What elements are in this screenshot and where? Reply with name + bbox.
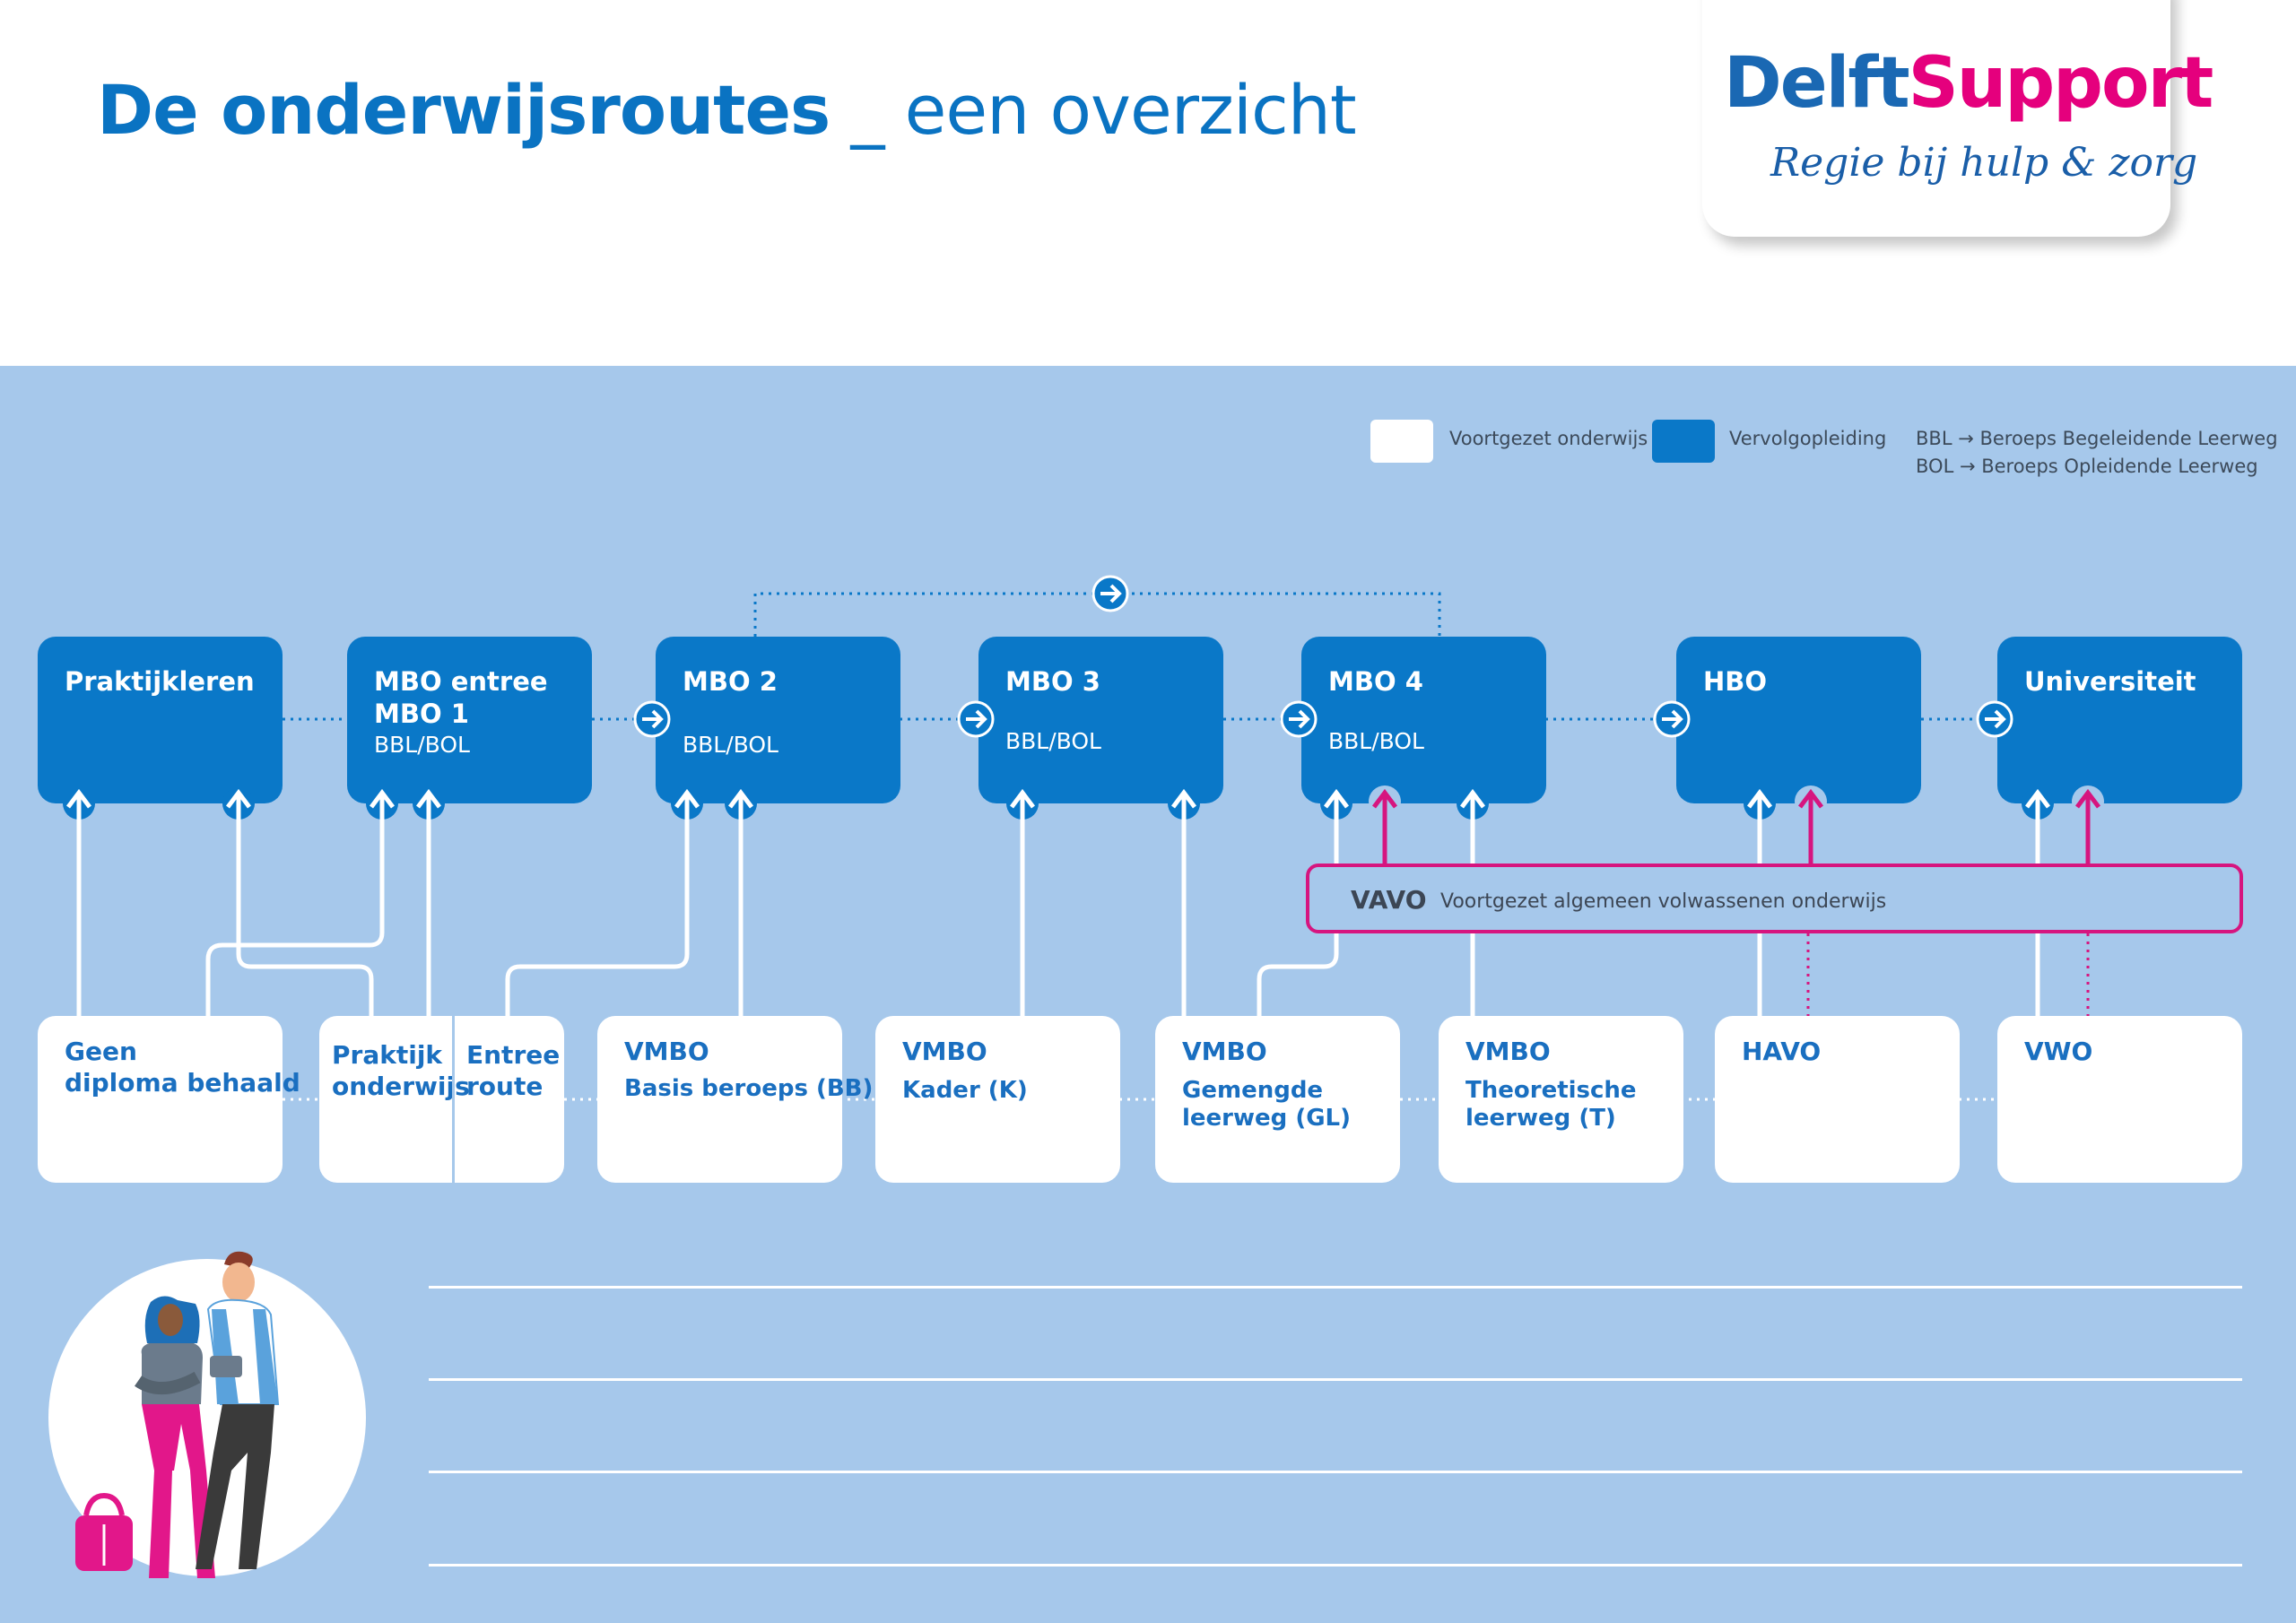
legend-label-secondary: Voortgezet onderwijs [1449, 428, 1648, 449]
box-title: VWO [2024, 1037, 2093, 1066]
page-title: De onderwijsroutes _ een overzicht [97, 70, 1357, 150]
box-title: VMBO [624, 1037, 709, 1066]
box-vmbo-bb: VMBO Basis beroeps (BB) [597, 1016, 873, 1183]
box-title: Geen diploma behaald [65, 1037, 300, 1098]
note-line [429, 1564, 2242, 1567]
logo-tagline: Regie bij hulp & zorg [1770, 140, 2198, 186]
box-sub: Theoretische leerweg (T) [1465, 1077, 1637, 1132]
box-havo: HAVO [1715, 1016, 1960, 1183]
box-mbo-4: MBO 4 BBL/BOL [1301, 637, 1546, 803]
box-divider [452, 1016, 455, 1183]
box-sub: BBL/BOL [683, 732, 778, 758]
box-title: MBO 3 [1005, 666, 1100, 697]
legend-bbl: BBL → Beroeps Begeleidende Leerweg [1916, 428, 2278, 449]
bag-icon [75, 1492, 133, 1571]
legend-swatch-further [1652, 420, 1715, 463]
vavo-description: Voortgezet algemeen volwassenen onderwij… [1440, 890, 1887, 913]
logo-part1: Delft [1724, 43, 1910, 124]
note-line [429, 1378, 2242, 1381]
box-praktijkleren: Praktijkleren [38, 637, 283, 803]
box-sub: BBL/BOL [374, 732, 470, 758]
box-title: Praktijk onderwijs [332, 1040, 470, 1101]
legend-swatch-secondary [1370, 420, 1433, 463]
box-hbo: HBO [1676, 637, 1921, 803]
box-mbo-3: MBO 3 BBL/BOL [978, 637, 1223, 803]
box-title: HBO [1703, 666, 1768, 697]
box-title: MBO entree MBO 1 [374, 666, 548, 729]
box-vmbo-k: VMBO Kader (K) [875, 1016, 1120, 1183]
box-sub: Kader (K) [902, 1077, 1028, 1104]
box-vmbo-gl: VMBO Gemengde leerweg (GL) [1155, 1016, 1400, 1183]
man-figure [196, 1251, 280, 1569]
box-sub: BBL/BOL [1005, 728, 1101, 754]
box-title: HAVO [1742, 1037, 1822, 1066]
legend-label-further: Vervolgopleiding [1729, 428, 1887, 449]
box-title: Praktijkleren [65, 666, 255, 697]
route-lines [76, 796, 2040, 1017]
vavo-dotted [1806, 933, 2090, 1017]
title-light: _ een overzicht [850, 70, 1356, 150]
box-universiteit: Universiteit [1997, 637, 2242, 803]
box-title: MBO 2 [683, 666, 778, 697]
logo: DelftSupport [1724, 43, 2214, 124]
vavo-connectors [1382, 800, 2091, 864]
box-title: VMBO [1465, 1037, 1551, 1066]
box-title: MBO 4 [1328, 666, 1423, 697]
box-title: Entree route [466, 1040, 561, 1101]
box-sub: Gemengde leerweg (GL) [1182, 1077, 1351, 1132]
box-title: Universiteit [2024, 666, 2196, 697]
box-vmbo-t: VMBO Theoretische leerweg (T) [1439, 1016, 1683, 1183]
note-line [429, 1286, 2242, 1289]
box-title: VMBO [1182, 1037, 1267, 1066]
box-mbo-entree-1: MBO entree MBO 1 BBL/BOL [347, 637, 592, 803]
box-sub: Basis beroeps (BB) [624, 1075, 874, 1102]
box-title: VMBO [902, 1037, 987, 1066]
box-sub: BBL/BOL [1328, 728, 1424, 754]
box-geen-diploma: Geen diploma behaald [38, 1016, 300, 1183]
vavo-bar: VAVO Voortgezet algemeen volwassenen ond… [1306, 864, 2243, 933]
logo-card: DelftSupport Regie bij hulp & zorg [1702, 0, 2213, 237]
vavo-code: VAVO [1351, 885, 1427, 915]
legend-bol: BOL → Beroeps Opleidende Leerweg [1916, 456, 2258, 477]
diagram-band [0, 366, 2296, 1623]
box-mbo-2: MBO 2 BBL/BOL [656, 637, 900, 803]
logo-part2: Support [1908, 43, 2214, 124]
box-vwo: VWO [1997, 1016, 2242, 1183]
box-praktijk-entree: Praktijk onderwijs Entree route [319, 1016, 564, 1183]
title-bold: De onderwijsroutes [97, 70, 831, 150]
note-line [429, 1471, 2242, 1473]
people-illustration [75, 1251, 280, 1578]
